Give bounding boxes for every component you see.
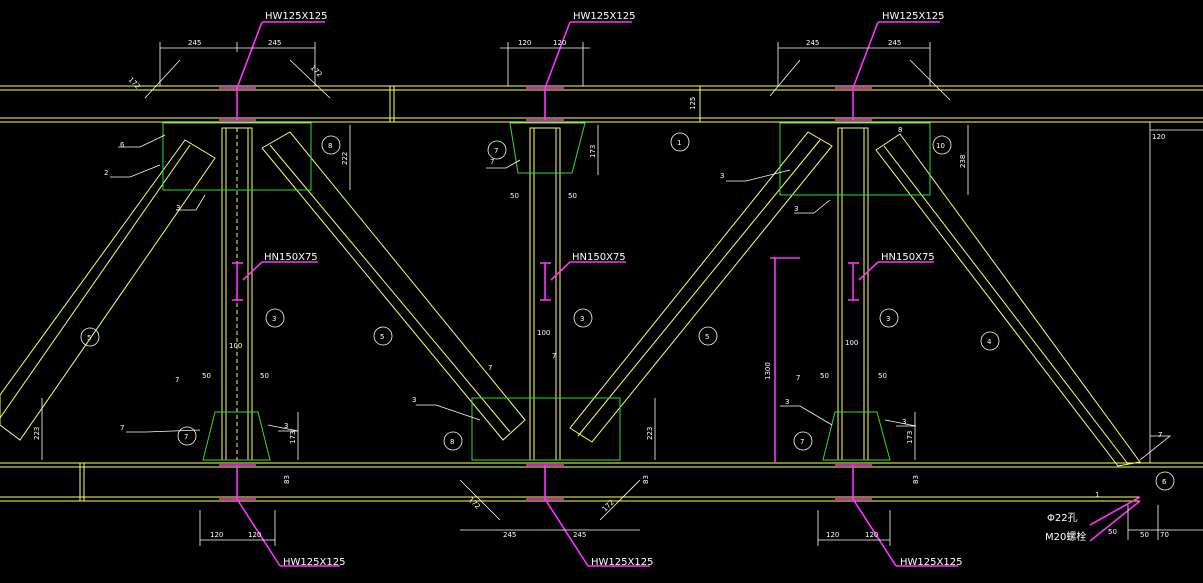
dim-120: 120 <box>210 531 223 539</box>
section-labels: HW125X125 HW125X125 HW125X125 HW125X125 … <box>264 11 1086 568</box>
part-mark-3: 3 <box>886 315 890 323</box>
dim-173: 173 <box>289 431 297 444</box>
top-chord <box>0 85 1203 123</box>
weld-8: 8 <box>898 126 902 134</box>
dim-120: 120 <box>248 531 261 539</box>
weld-symbols: 6 2 3 7 3 3 3 7 7 7 7 3 7 3 3 8 7 1 <box>104 126 1162 499</box>
dim-50: 50 <box>510 192 519 200</box>
dim-238: 238 <box>959 155 967 168</box>
dim-223: 223 <box>646 427 654 440</box>
part-mark-3: 3 <box>272 315 276 323</box>
weld-3: 3 <box>785 398 789 406</box>
dim-125: 125 <box>689 97 697 110</box>
dim-245: 245 <box>888 39 901 47</box>
dim-50: 50 <box>820 372 829 380</box>
part-mark-5: 5 <box>380 333 384 341</box>
weld-3: 3 <box>284 422 288 430</box>
section-label-top-3: HW125X125 <box>882 11 944 22</box>
weld-3: 3 <box>902 418 906 426</box>
dim-173: 173 <box>906 431 914 444</box>
dim-245: 245 <box>188 39 201 47</box>
weld-2: 2 <box>104 169 108 177</box>
dim-172: 172 <box>309 64 324 79</box>
dim-222: 222 <box>341 152 349 165</box>
part-mark-7: 7 <box>184 433 188 441</box>
dim-50: 50 <box>568 192 577 200</box>
dim-100: 100 <box>537 329 550 337</box>
section-label-vertical-1: HN150X75 <box>264 252 318 263</box>
dim-245: 245 <box>503 531 516 539</box>
section-label-top-1: HW125X125 <box>265 11 327 22</box>
part-mark-3: 3 <box>580 315 584 323</box>
dim-1300: 1300 <box>764 362 772 380</box>
section-label-vertical-2: HN150X75 <box>572 252 626 263</box>
part-mark-10: 10 <box>936 142 945 150</box>
dim-120: 120 <box>826 531 839 539</box>
weld-7: 7 <box>552 352 556 360</box>
weld-7: 7 <box>796 374 800 382</box>
part-mark-5: 5 <box>705 333 709 341</box>
part-mark-7: 7 <box>494 147 498 155</box>
dim-83: 83 <box>283 475 291 484</box>
part-marks: 5 3 5 3 5 3 4 8 1 10 7 7 8 7 6 <box>87 139 1167 486</box>
part-mark-8: 8 <box>450 438 454 446</box>
weld-callouts <box>110 134 1172 461</box>
bottom-chord <box>0 462 1203 502</box>
dim-100: 100 <box>229 342 242 350</box>
dim-245: 245 <box>573 531 586 539</box>
dim-223: 223 <box>33 427 41 440</box>
weld-7: 7 <box>175 376 179 384</box>
weld-3: 3 <box>412 396 416 404</box>
part-mark-4: 4 <box>987 338 992 346</box>
dim-245: 245 <box>806 39 819 47</box>
section-marks <box>219 21 1141 567</box>
dim-70: 70 <box>1160 531 1169 539</box>
weld-3: 3 <box>720 172 724 180</box>
dim-50: 50 <box>202 372 211 380</box>
weld-7: 7 <box>120 424 124 432</box>
section-label-bottom-2: HW125X125 <box>591 557 653 568</box>
dim-50: 50 <box>1140 531 1149 539</box>
weld-6: 6 <box>120 141 125 149</box>
dim-83: 83 <box>912 475 920 484</box>
dim-120: 120 <box>518 39 531 47</box>
hole-label: Φ22孔 <box>1047 512 1078 524</box>
vertical-1 <box>221 127 253 461</box>
callout-circles <box>80 132 1175 491</box>
dim-50: 50 <box>260 372 269 380</box>
gusset-plates <box>162 122 931 461</box>
weld-3: 3 <box>794 205 798 213</box>
weld-1: 1 <box>1095 491 1099 499</box>
part-mark-6: 6 <box>1162 478 1167 486</box>
dim-50: 50 <box>1108 528 1117 536</box>
weld-3: 3 <box>176 204 180 212</box>
bolt-label: M20螺栓 <box>1045 530 1086 543</box>
part-mark-8: 8 <box>328 142 332 150</box>
dim-50: 50 <box>878 372 887 380</box>
dimension-values: 245 245 120 120 245 245 120 120 245 2 45 … <box>33 39 1169 539</box>
dim-245: 245 <box>268 39 281 47</box>
diagonals <box>0 131 1141 467</box>
dim-120: 120 <box>1152 133 1165 141</box>
part-mark-5: 5 <box>87 334 91 342</box>
section-label-top-2: HW125X125 <box>573 11 635 22</box>
part-mark-1: 1 <box>677 139 681 147</box>
dim-120: 120 <box>553 39 566 47</box>
dim-172: 172 <box>467 496 482 511</box>
dim-100: 100 <box>845 339 858 347</box>
dim-120: 120 <box>865 531 878 539</box>
dim-173: 173 <box>589 145 597 158</box>
weld-7: 7 <box>1158 431 1162 439</box>
section-label-bottom-3: HW125X125 <box>900 557 962 568</box>
section-label-bottom-1: HW125X125 <box>283 557 345 568</box>
weld-7: 7 <box>490 158 494 166</box>
weld-7: 7 <box>488 364 492 372</box>
dimension-lines <box>41 42 1203 546</box>
section-label-vertical-3: HN150X75 <box>881 252 935 263</box>
part-mark-7: 7 <box>800 438 804 446</box>
dim-83: 83 <box>642 475 650 484</box>
dim-172: 172 <box>127 76 142 91</box>
